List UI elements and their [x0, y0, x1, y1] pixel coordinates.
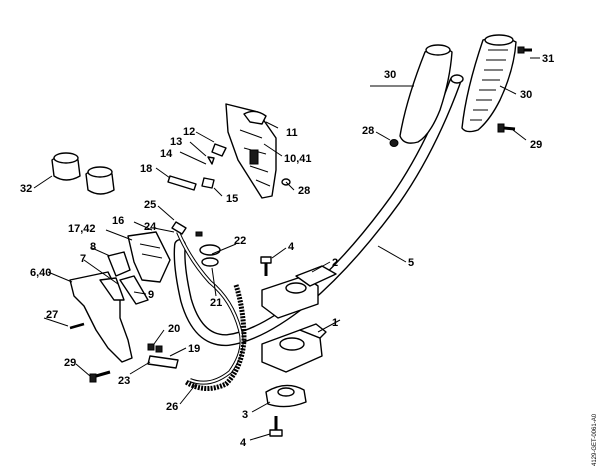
- slide-cover: [243, 110, 267, 125]
- control-cable: [176, 231, 247, 391]
- label-27: 27: [46, 309, 58, 321]
- grip-sleeve: [399, 44, 453, 144]
- label-14: 14: [160, 148, 173, 160]
- clamp-upper: [261, 265, 337, 319]
- label-28-small: 28: [298, 185, 310, 197]
- label-22: 22: [234, 235, 246, 247]
- label-29-lower: 29: [64, 357, 76, 369]
- label-28-nut: 28: [362, 125, 374, 137]
- label-31: 31: [542, 53, 554, 65]
- handle-inner-parts: [107, 231, 171, 305]
- clamp-lower: [261, 323, 327, 373]
- label-17-42: 17,42: [68, 223, 96, 235]
- label-32: 32: [20, 183, 32, 195]
- small-parts-19-20-23: [147, 343, 179, 369]
- clamp-half: [265, 384, 307, 408]
- label-18: 18: [140, 163, 152, 175]
- throttle-housing: [225, 103, 277, 199]
- label-25: 25: [144, 199, 156, 211]
- label-29-right: 29: [530, 139, 542, 151]
- label-8: 8: [90, 241, 96, 253]
- label-23: 23: [118, 375, 130, 387]
- screw-4-upper: [260, 256, 272, 276]
- label-2: 2: [332, 257, 338, 269]
- drawing-code: 4129-GET-0061-A0: [592, 413, 598, 466]
- pins-24-25: [171, 221, 203, 237]
- handle-molding: [461, 34, 517, 133]
- label-13: 13: [170, 136, 182, 148]
- label-12: 12: [183, 126, 195, 138]
- label-4-lower: 4: [240, 437, 247, 449]
- label-16: 16: [112, 215, 124, 227]
- part-labels: 30 31 30 29 28 11 10,41 28 12 13 14 15 1…: [20, 53, 554, 449]
- screw-4-lower: [269, 416, 283, 437]
- cable-clip: [199, 244, 221, 267]
- screw-27: [69, 322, 85, 330]
- label-21: 21: [210, 297, 222, 309]
- screw-31: [517, 46, 532, 54]
- nut-28: [389, 139, 399, 147]
- label-15: 15: [226, 193, 238, 205]
- trigger-small-parts: [167, 143, 227, 191]
- label-19: 19: [188, 343, 200, 355]
- label-9: 9: [148, 289, 154, 301]
- handle-left-half: [69, 271, 133, 363]
- label-30-handle: 30: [520, 89, 532, 101]
- label-10-41: 10,41: [284, 153, 312, 165]
- label-26: 26: [166, 401, 178, 413]
- clamp-rings: [51, 152, 115, 195]
- label-4-upper: 4: [288, 241, 295, 253]
- label-11: 11: [286, 127, 298, 139]
- label-5: 5: [408, 257, 414, 269]
- screw-29-right: [497, 123, 516, 133]
- leader-lines: [33, 57, 540, 441]
- label-24: 24: [144, 221, 157, 233]
- label-1: 1: [332, 317, 338, 329]
- label-30-grip: 30: [384, 69, 396, 81]
- label-20: 20: [168, 323, 180, 335]
- label-3: 3: [242, 409, 248, 421]
- label-6-40: 6,40: [30, 267, 51, 279]
- label-7: 7: [80, 253, 86, 265]
- screw-29-lower: [89, 370, 111, 383]
